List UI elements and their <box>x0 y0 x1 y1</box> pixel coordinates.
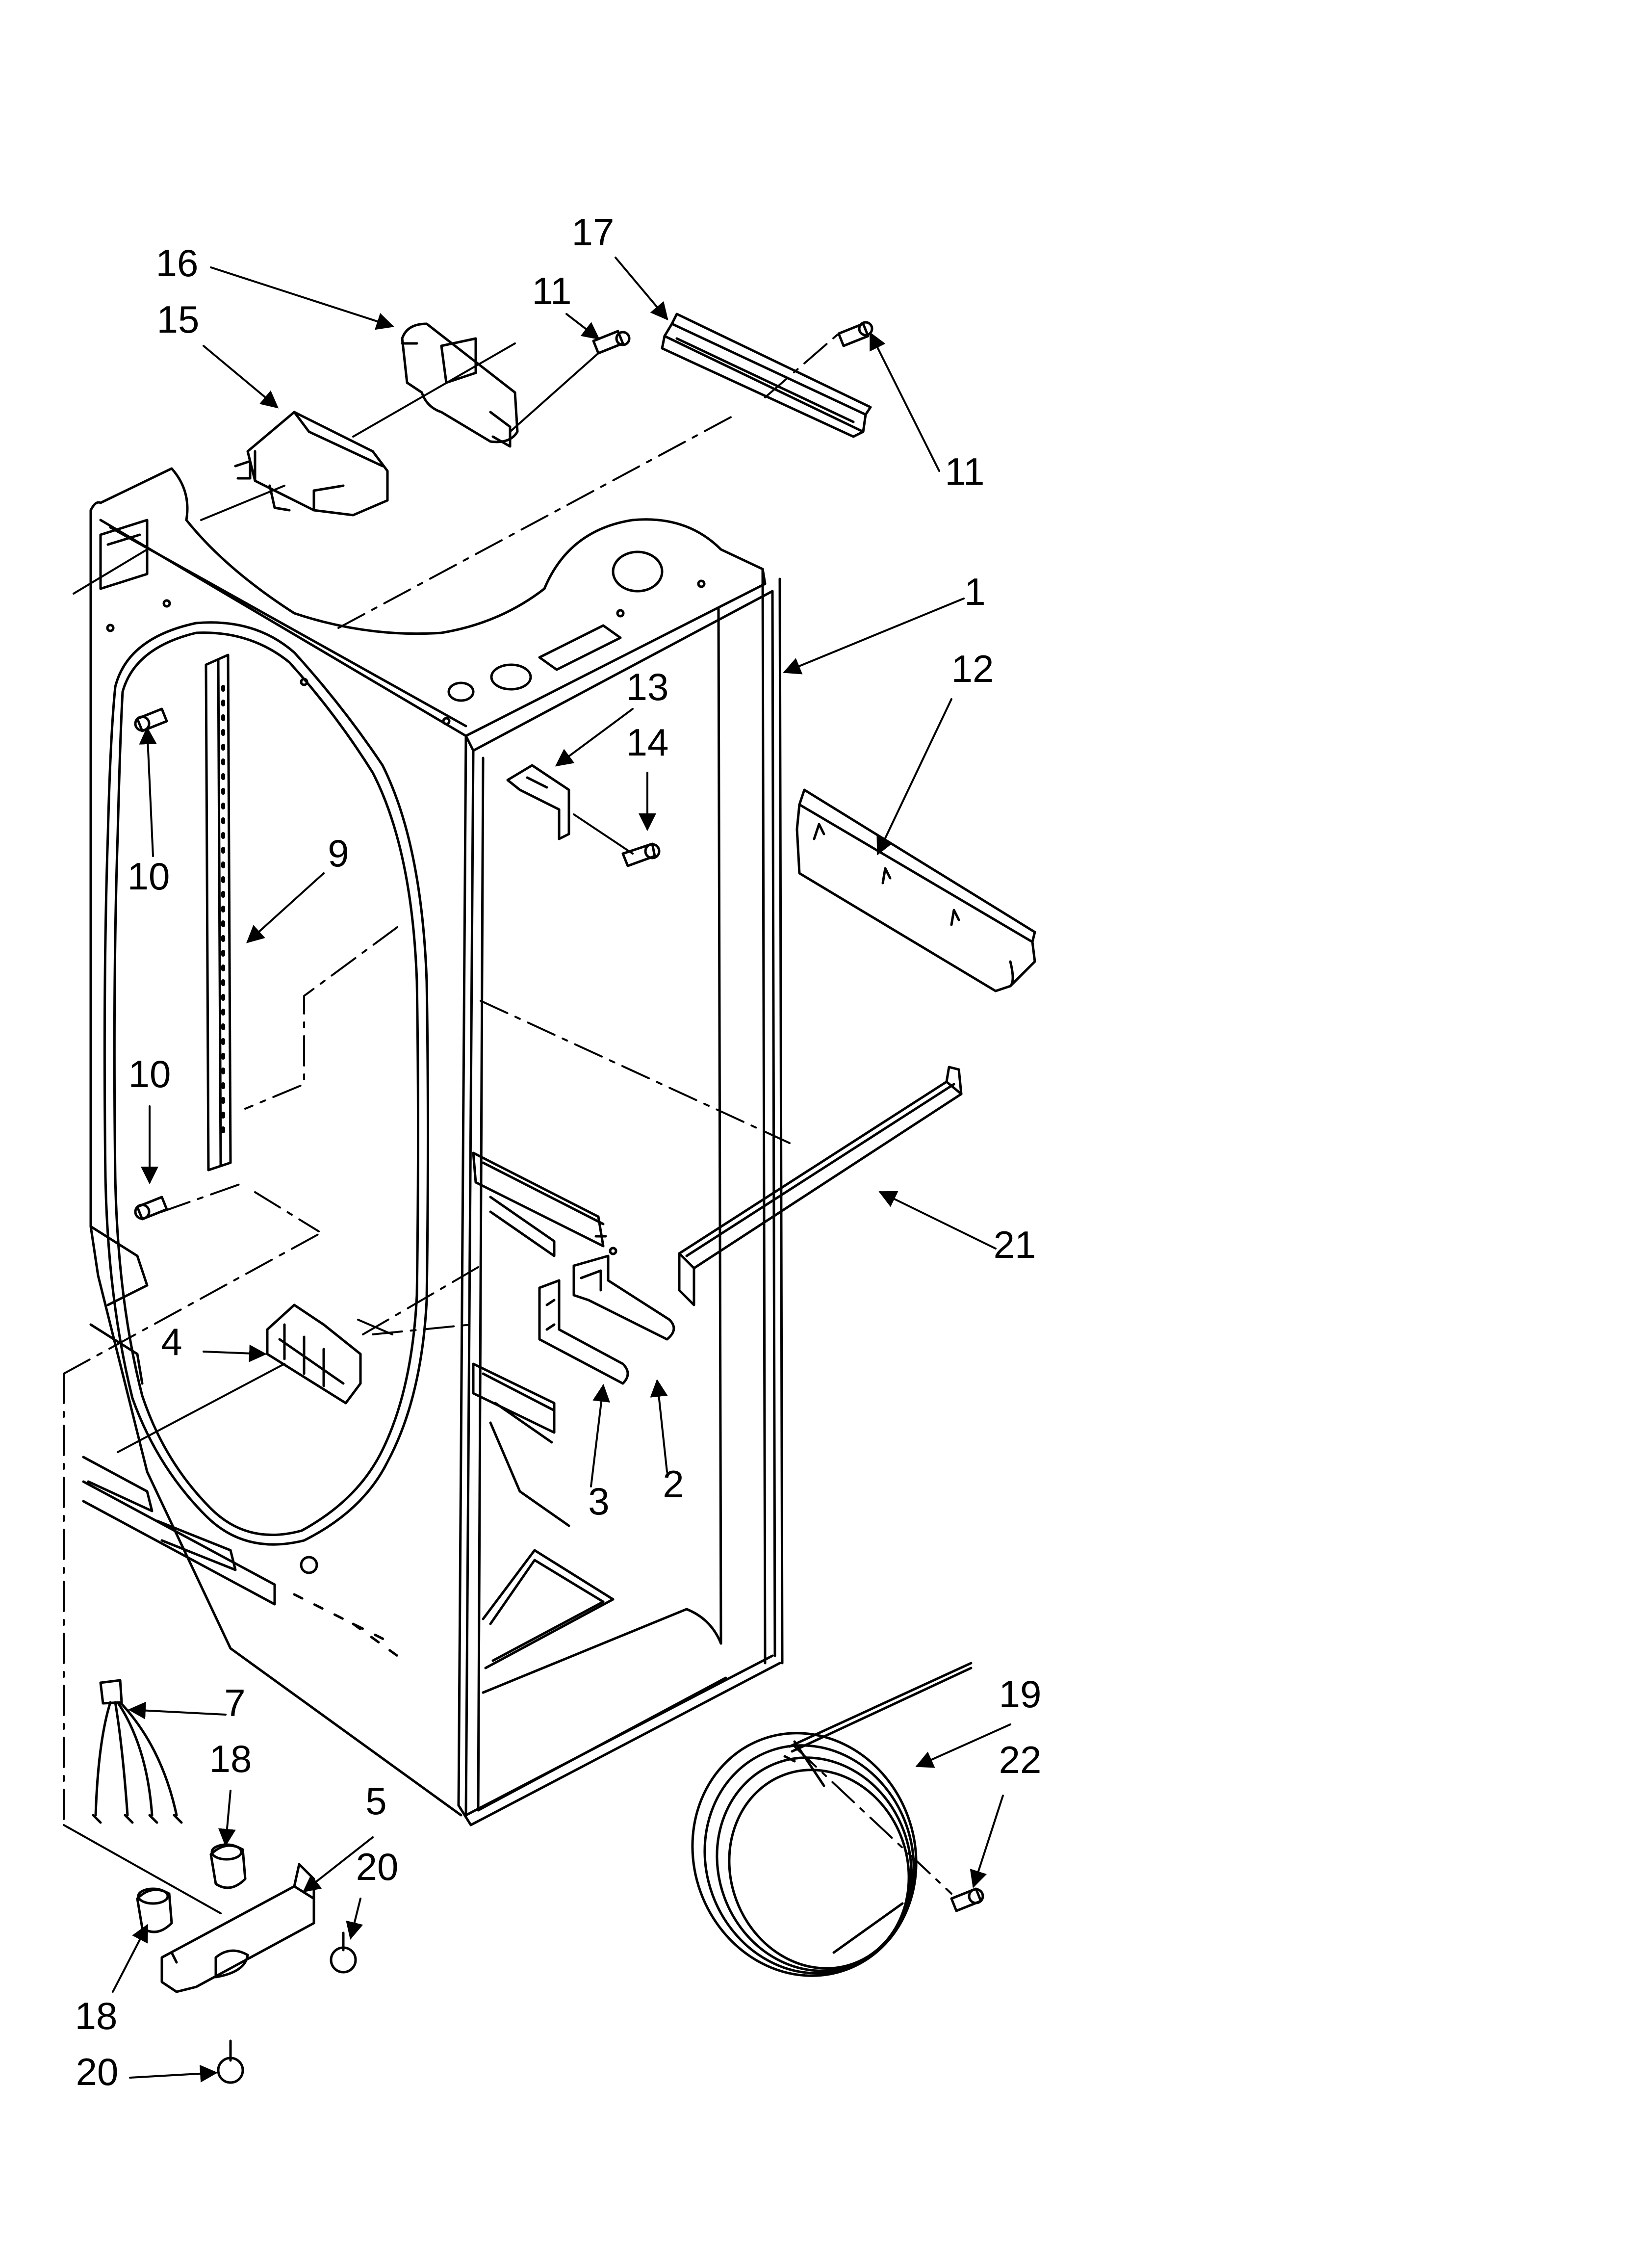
callout-c16: 16 <box>156 241 199 285</box>
callout-c15: 15 <box>157 298 200 341</box>
callout-c1: 1 <box>964 570 985 613</box>
part-16-bracket <box>401 322 519 448</box>
callout-labels: 1234579101011111213141516171818192020212… <box>75 210 1042 2093</box>
callout-c5: 5 <box>365 1779 386 1823</box>
callout-c18a: 18 <box>209 1737 252 1780</box>
callout-c10a: 10 <box>128 855 170 898</box>
callout-c22: 22 <box>999 1738 1042 1781</box>
callout-c20b: 20 <box>76 2050 119 2093</box>
callout-c20a: 20 <box>356 1845 399 1888</box>
callout-c19: 19 <box>999 1672 1042 1716</box>
callout-c11b: 11 <box>945 450 985 493</box>
assembly-lines <box>73 342 634 1453</box>
part-17-rail <box>661 313 872 438</box>
part-13-bracket <box>506 764 570 840</box>
part-15-control-box <box>234 411 389 517</box>
alignment-lines <box>63 333 952 1914</box>
callout-c12: 12 <box>951 647 994 690</box>
callout-c2: 2 <box>663 1462 684 1506</box>
part-4-vent <box>266 1303 362 1405</box>
callout-c18b: 18 <box>75 1994 118 2037</box>
callout-c7: 7 <box>224 1681 245 1724</box>
callout-arrows <box>112 257 1011 2083</box>
part-20-rivets <box>217 1931 357 2084</box>
callout-c14: 14 <box>626 721 669 764</box>
callout-c3: 3 <box>588 1480 609 1523</box>
callout-c21: 21 <box>994 1223 1036 1266</box>
part-19-tubing <box>691 1662 973 1977</box>
callout-c4: 4 <box>161 1320 182 1363</box>
callout-c13: 13 <box>626 665 669 708</box>
callout-c9: 9 <box>328 832 349 875</box>
cabinet-liner <box>82 467 784 1826</box>
callout-c17: 17 <box>572 210 615 254</box>
part-18-caps <box>136 1843 247 1933</box>
part-7-harness <box>92 1679 183 1824</box>
part-21-crossbar <box>678 1066 963 1306</box>
part-12-bracket <box>795 788 1036 992</box>
callout-c11a: 11 <box>532 269 572 313</box>
part-2-3-plates <box>538 1254 675 1385</box>
callout-c10b: 10 <box>128 1052 171 1095</box>
